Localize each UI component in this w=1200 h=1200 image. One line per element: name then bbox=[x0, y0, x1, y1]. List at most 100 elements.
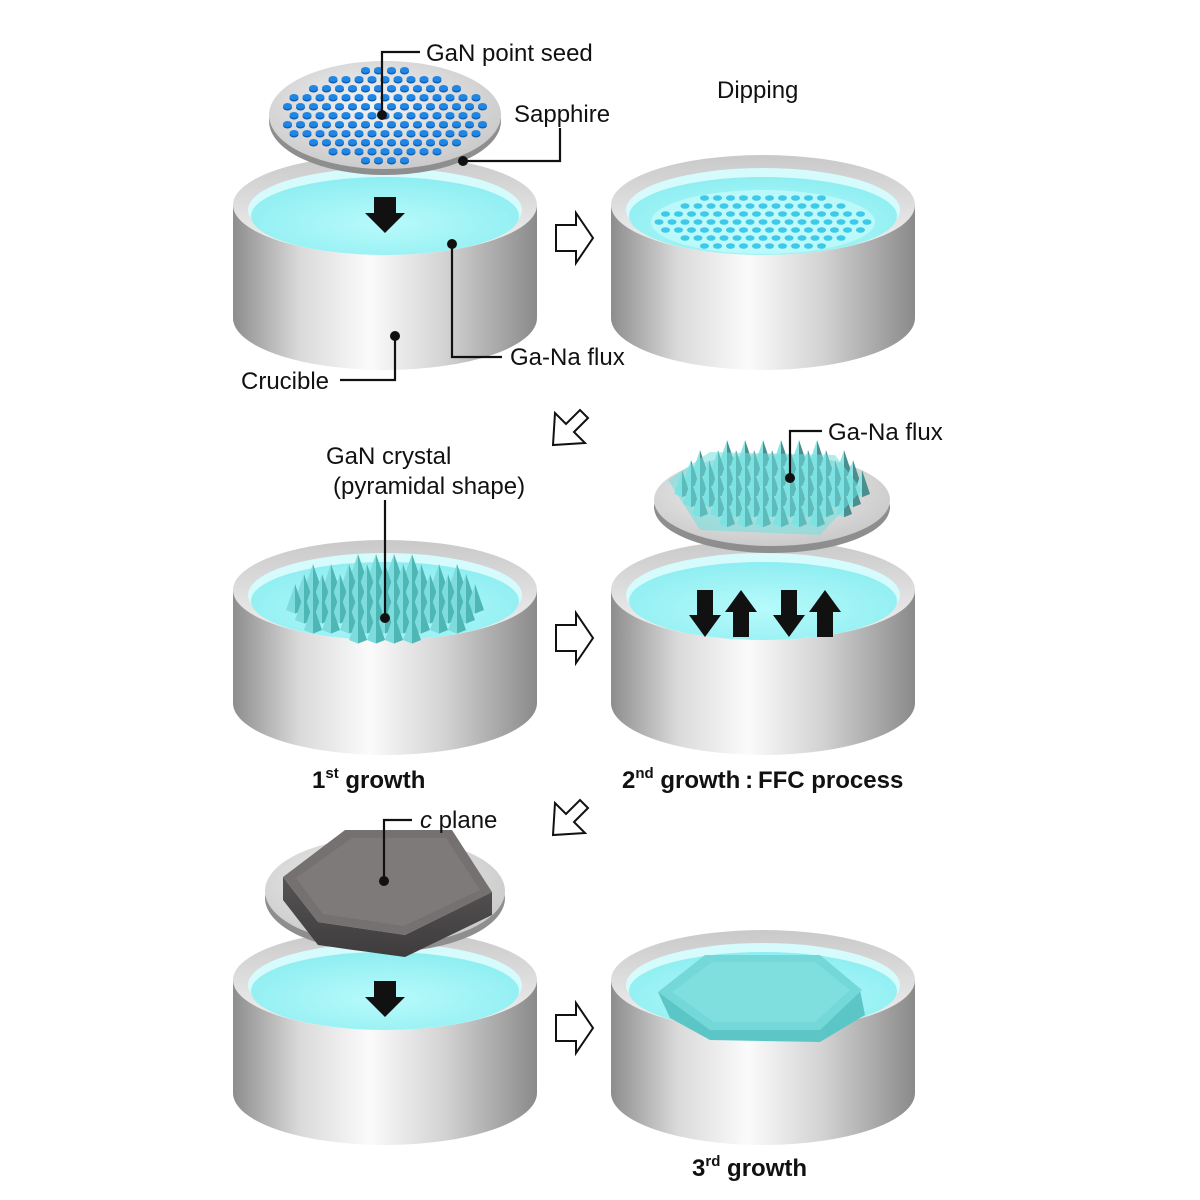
ga-na-flux-label-2: Ga-Na flux bbox=[828, 419, 943, 446]
seed-dot bbox=[413, 85, 422, 91]
caption-first-growth: 1st growth bbox=[312, 765, 425, 794]
process-arrow-right-1 bbox=[555, 209, 595, 267]
seed-dot bbox=[432, 112, 442, 118]
seed-dot bbox=[432, 148, 442, 154]
seed-dot bbox=[289, 112, 299, 118]
seed-dot bbox=[452, 85, 461, 91]
seed-dot bbox=[439, 103, 448, 109]
seed-dot bbox=[439, 121, 448, 127]
submerged-seed-dot bbox=[765, 211, 774, 217]
seed-dot bbox=[335, 121, 344, 127]
submerged-seed-dot bbox=[765, 227, 774, 233]
submerged-seed-dot bbox=[843, 227, 852, 233]
submerged-seed-dot bbox=[661, 227, 670, 233]
submerged-seed-dot bbox=[693, 203, 703, 209]
seed-dot bbox=[406, 76, 416, 82]
seed-dot bbox=[374, 103, 383, 109]
submerged-seed-dot bbox=[719, 235, 729, 241]
submerged-seed-array bbox=[654, 195, 872, 249]
submerged-seed-dot bbox=[862, 219, 872, 225]
seed-dot bbox=[348, 139, 357, 145]
seed-dot bbox=[426, 103, 435, 109]
submerged-seed-dot bbox=[732, 219, 742, 225]
seed-dot bbox=[458, 94, 468, 100]
seed-dot bbox=[426, 85, 435, 91]
seed-dot bbox=[341, 94, 351, 100]
sapphire-label: Sapphire bbox=[514, 101, 610, 128]
pyramid bbox=[403, 614, 412, 644]
gan-pyramid-crystals bbox=[286, 554, 484, 644]
seed-dot bbox=[465, 121, 474, 127]
pyramid bbox=[286, 584, 295, 614]
submerged-seed-dot bbox=[719, 203, 729, 209]
seed-dot bbox=[400, 103, 409, 109]
seed-dot bbox=[380, 148, 390, 154]
seed-dot bbox=[400, 85, 409, 91]
pyramid bbox=[358, 614, 367, 644]
pyramid bbox=[394, 614, 403, 644]
submerged-seed-dot bbox=[823, 235, 833, 241]
submerged-seed-dot bbox=[784, 203, 794, 209]
submerged-seed-dot bbox=[726, 243, 735, 249]
process-arrow-down-left-1 bbox=[551, 408, 590, 447]
pyramid bbox=[340, 604, 349, 634]
process-arrow-right-2 bbox=[555, 609, 595, 667]
seed-dot bbox=[471, 112, 481, 118]
submerged-seed-dot bbox=[771, 219, 781, 225]
seed-dot bbox=[393, 130, 403, 136]
submerged-seed-dot bbox=[758, 235, 768, 241]
submerged-seed-dot bbox=[765, 195, 774, 201]
seed-dot bbox=[354, 148, 364, 154]
submerged-seed-dot bbox=[836, 203, 846, 209]
submerged-seed-dot bbox=[804, 195, 813, 201]
up-down-arrows-icon bbox=[689, 590, 841, 637]
submerged-seed-dot bbox=[706, 219, 716, 225]
seed-dot bbox=[335, 139, 344, 145]
submerged-seed-dot bbox=[804, 211, 813, 217]
submerged-seed-dot bbox=[726, 195, 735, 201]
seed-dot bbox=[315, 130, 325, 136]
seed-dot bbox=[452, 103, 461, 109]
submerged-seed-dot bbox=[791, 227, 800, 233]
seed-dot bbox=[387, 103, 396, 109]
submerged-seed-dot bbox=[687, 227, 696, 233]
seed-dot bbox=[426, 121, 435, 127]
crucible-label: Crucible bbox=[241, 368, 329, 395]
seed-dot bbox=[406, 112, 416, 118]
seed-dot bbox=[302, 112, 312, 118]
submerged-seed-dot bbox=[680, 219, 690, 225]
submerged-seed-dot bbox=[739, 211, 748, 217]
submerged-seed-dot bbox=[745, 203, 755, 209]
seed-dot bbox=[400, 67, 409, 73]
seed-dot bbox=[393, 112, 403, 118]
seed-dot bbox=[361, 157, 370, 163]
process-arrow-down-left-2 bbox=[551, 798, 590, 837]
seed-dot bbox=[361, 121, 370, 127]
pyramid bbox=[466, 594, 475, 624]
crucible-step-4 bbox=[611, 540, 915, 755]
seed-dot bbox=[302, 94, 312, 100]
seed-dot bbox=[419, 94, 429, 100]
submerged-seed-dot bbox=[700, 211, 709, 217]
submerged-seed-dot bbox=[810, 219, 820, 225]
c-italic: c bbox=[420, 807, 432, 834]
ga-na-flux-label: Ga-Na flux bbox=[510, 344, 625, 371]
submerged-seed-dot bbox=[856, 211, 865, 217]
submerged-seed-dot bbox=[713, 243, 722, 249]
seed-dot bbox=[380, 130, 390, 136]
gan-crystal-label: GaN crystal bbox=[326, 443, 451, 470]
submerged-seed-dot bbox=[713, 211, 722, 217]
seed-dot bbox=[328, 148, 338, 154]
seed-dot bbox=[393, 148, 403, 154]
seed-dot bbox=[309, 103, 318, 109]
pyramid bbox=[295, 594, 304, 624]
seed-dot bbox=[471, 130, 481, 136]
seed-dot bbox=[361, 139, 370, 145]
process-arrow-right-3 bbox=[555, 999, 595, 1057]
seed-dot bbox=[426, 139, 435, 145]
submerged-seed-dot bbox=[771, 235, 781, 241]
submerged-seed-dot bbox=[719, 219, 729, 225]
seed-dot bbox=[367, 148, 377, 154]
submerged-seed-dot bbox=[784, 219, 794, 225]
